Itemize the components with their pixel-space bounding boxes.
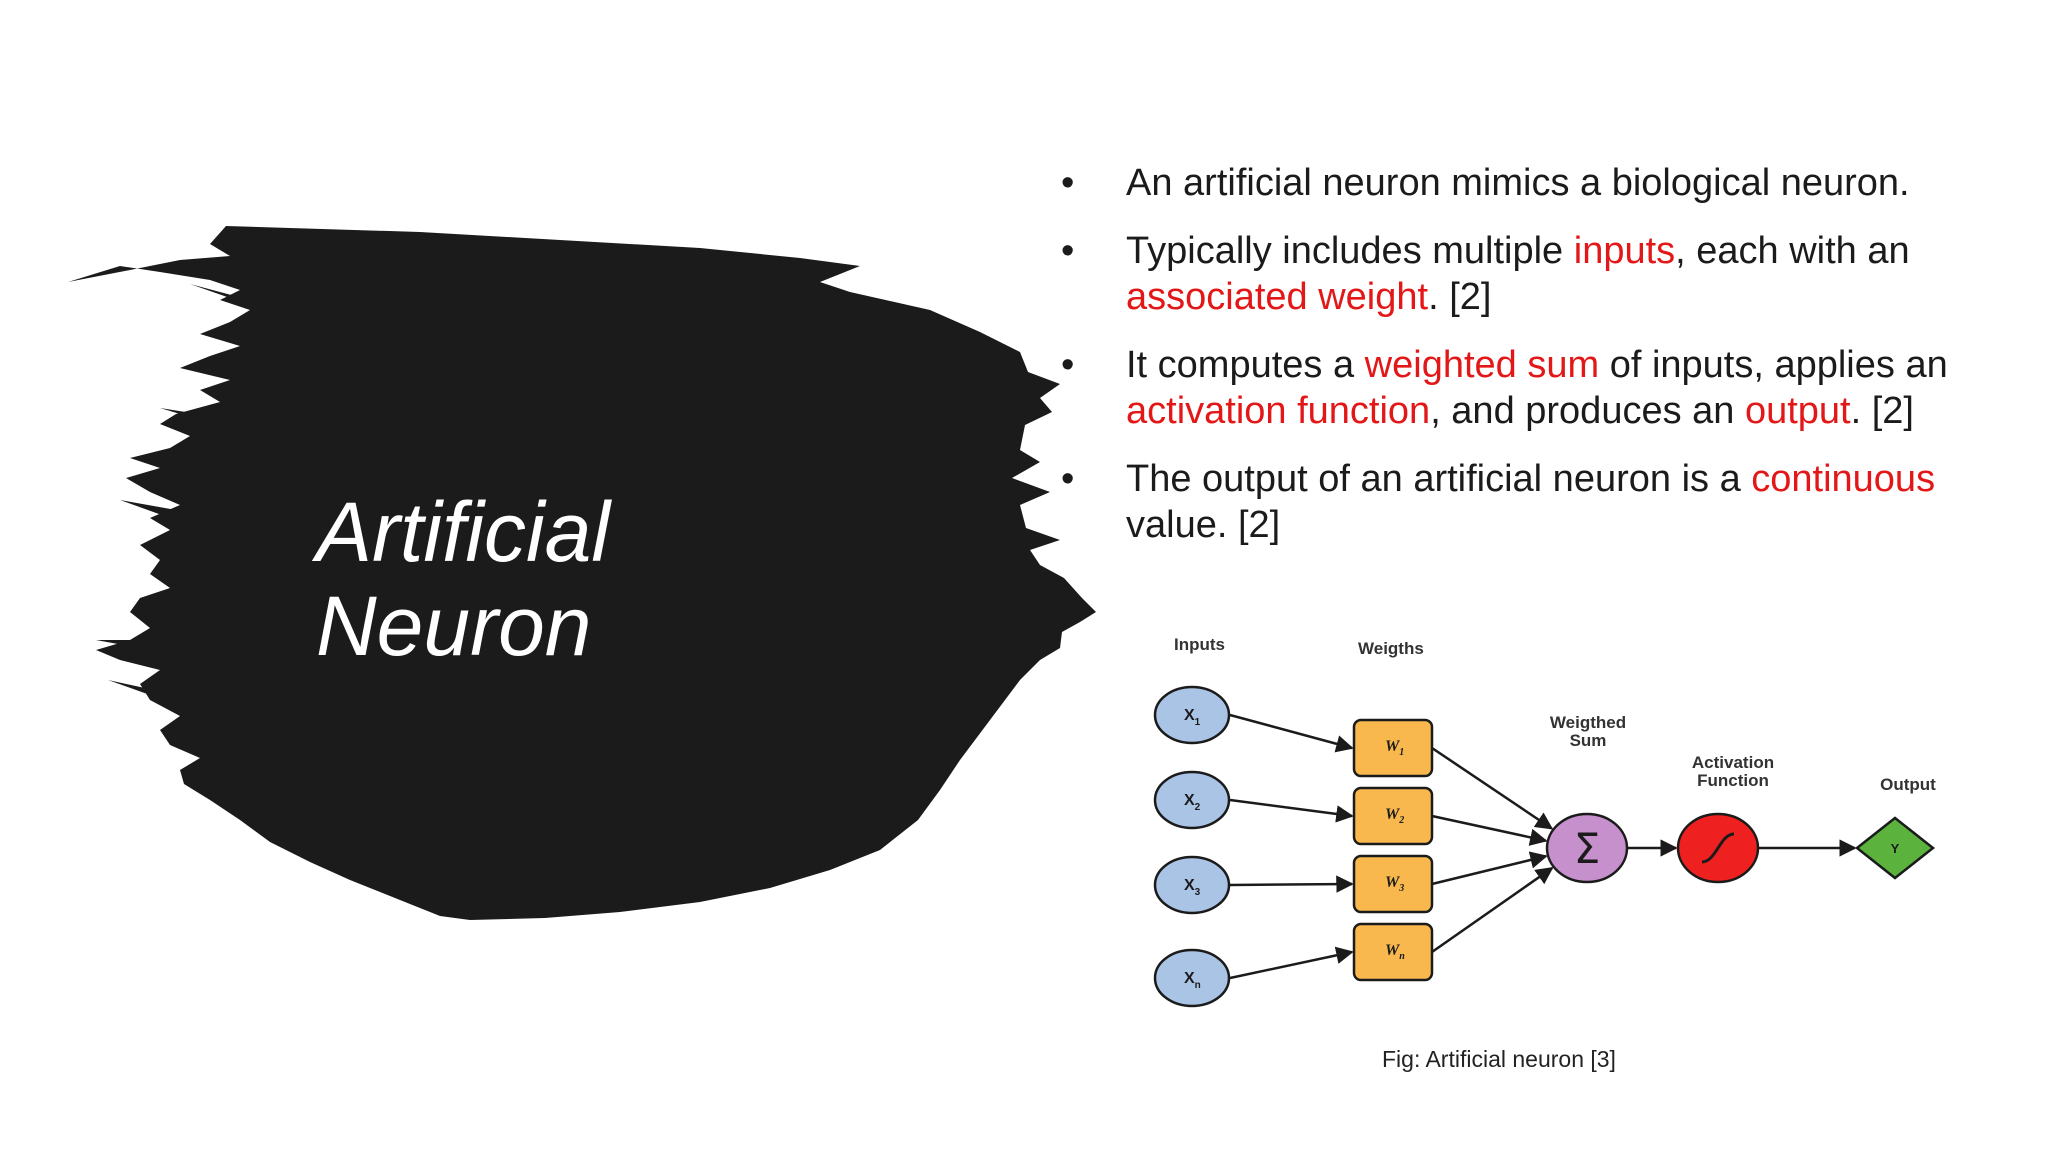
weighted-sum-heading-line-2: Sum bbox=[1570, 731, 1607, 750]
weight-to-sum-arrow bbox=[1431, 851, 1548, 886]
input-node bbox=[1153, 948, 1231, 1008]
weight-to-sum-arrow bbox=[1431, 867, 1554, 954]
output-heading: Output bbox=[1880, 775, 1936, 794]
slide-title: Artificial Neuron bbox=[316, 485, 610, 673]
bullet-text: An artificial neuron mimics a biological… bbox=[1126, 162, 1910, 204]
inputs-heading: Inputs bbox=[1174, 635, 1225, 654]
activation-heading-line-1: Activation bbox=[1692, 753, 1774, 772]
weighted-sum-heading-line-1: Weigthed bbox=[1550, 713, 1626, 732]
bullet-text: It computes a bbox=[1126, 344, 1365, 386]
title-line-1: Artificial bbox=[316, 485, 611, 579]
weight-to-sum-arrow bbox=[1431, 746, 1554, 830]
input-to-weight-arrow bbox=[1229, 946, 1354, 980]
weight-node bbox=[1352, 786, 1434, 846]
weights-heading: Weigths bbox=[1358, 639, 1424, 658]
weight-to-sum-arrow bbox=[1431, 814, 1548, 846]
highlighted-term: activation function bbox=[1126, 390, 1431, 432]
highlighted-term: output bbox=[1744, 390, 1851, 432]
weight-node bbox=[1352, 922, 1434, 982]
bullet-item: It computes a weighted sum of inputs, ap… bbox=[1060, 342, 2000, 434]
weighted-sum-node bbox=[1545, 812, 1629, 884]
figure-caption: Fig: Artificial neuron [3] bbox=[1382, 1046, 1616, 1072]
output-symbol: Y bbox=[1891, 841, 1900, 856]
input-to-weight-arrow bbox=[1229, 875, 1354, 893]
highlighted-term: inputs bbox=[1573, 230, 1676, 272]
weight-node bbox=[1352, 854, 1434, 914]
input-to-weight-arrow bbox=[1229, 713, 1354, 753]
bullet-list: An artificial neuron mimics a biological… bbox=[1060, 160, 2000, 570]
title-line-2: Neuron bbox=[316, 579, 592, 673]
bullet-text: . [2] bbox=[1850, 390, 1914, 432]
input-node bbox=[1153, 855, 1231, 915]
bullet-text: , each with an bbox=[1675, 230, 1910, 272]
output-node bbox=[1854, 816, 1936, 880]
bullet-text: of inputs, applies an bbox=[1599, 344, 1948, 386]
input-node bbox=[1153, 685, 1231, 745]
bullet-text: Typically includes multiple bbox=[1126, 230, 1574, 272]
bullet-text: The output of an artificial neuron is a bbox=[1126, 458, 1752, 500]
weight-node bbox=[1352, 718, 1434, 778]
input-to-weight-arrow bbox=[1229, 798, 1354, 823]
bullet-text: , and produces an bbox=[1430, 390, 1745, 432]
activation-heading-line-2: Function bbox=[1697, 771, 1769, 790]
highlighted-term: associated weight bbox=[1126, 276, 1429, 318]
sigmoid-curve-icon bbox=[1701, 832, 1735, 864]
input-node bbox=[1153, 770, 1231, 830]
sum-symbol: Σ bbox=[1574, 824, 1601, 873]
highlighted-term: weighted sum bbox=[1364, 344, 1600, 386]
bullet-item: The output of an artificial neuron is a … bbox=[1060, 456, 2000, 548]
highlighted-term: continuous bbox=[1751, 458, 1936, 500]
bullet-item: An artificial neuron mimics a biological… bbox=[1060, 160, 2000, 206]
bullet-text: . [2] bbox=[1428, 276, 1492, 318]
bullet-item: Typically includes multiple inputs, each… bbox=[1060, 228, 2000, 320]
artificial-neuron-diagram: Inputs Weigths Weigthed Sum Activation F… bbox=[1153, 635, 1936, 1008]
bullet-text: value. [2] bbox=[1126, 504, 1281, 546]
